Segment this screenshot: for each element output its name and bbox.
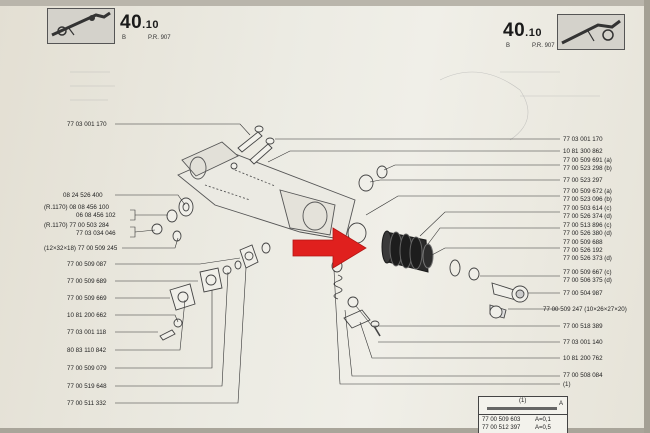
bolts <box>230 125 275 170</box>
legend-part: 77 00 509 603 <box>482 417 521 423</box>
left-part-label: 77 00 509 669 <box>67 295 107 302</box>
right-part-label: 77 00 526 192 <box>563 247 603 254</box>
legend-value: A=0,5 <box>535 425 551 431</box>
left-part-label: 77 03 001 118 <box>67 329 107 336</box>
leader-lines-right <box>267 138 560 385</box>
left-page-code-b: P.R. 907 <box>148 35 171 41</box>
red-pointer-arrow-icon <box>292 227 367 269</box>
left-part-label: 77 03 001 170 <box>67 121 107 128</box>
left-part-label: (R.1170) 08 08 456 100 <box>44 204 109 211</box>
right-part-label: 77 00 508 084 <box>563 372 603 379</box>
right-part-label: 77 00 518 389 <box>563 323 603 330</box>
legend-ref: (1) <box>519 398 527 404</box>
left-part-label: 10 81 200 662 <box>67 312 107 319</box>
legend-part: 77 00 512 397 <box>482 425 521 431</box>
legend-divider <box>479 414 567 415</box>
left-part-label: 08 24 526 400 <box>63 192 103 199</box>
right-part-label: 77 00 526 374 (d) <box>563 213 612 220</box>
right-part-label: 77 03 001 170 <box>563 136 603 143</box>
bellows-boot <box>381 230 434 273</box>
right-part-label: 77 00 504 987 <box>563 290 603 297</box>
left-part-label: 77 03 034 046 <box>76 230 116 237</box>
steering-rack-thumbnail-icon <box>47 8 115 44</box>
right-part-label: 77 00 509 667 (c) <box>563 269 612 276</box>
right-part-label: 77 00 523 096 (b) <box>563 196 612 203</box>
legend-value: A=0,1 <box>535 417 551 423</box>
right-part-label: 77 00 523 298 (b) <box>563 165 612 172</box>
right-part-label: 77 00 506 375 (d) <box>563 277 612 284</box>
left-parts <box>151 197 271 341</box>
left-part-label: 80 83 110 842 <box>67 347 107 354</box>
left-part-label: 77 00 511 332 <box>67 400 107 407</box>
left-part-label: (R.1170) 77 00 503 284 <box>44 222 109 229</box>
page-right-edge <box>644 0 650 433</box>
right-part-label: 77 00 509 672 (a) <box>563 188 612 195</box>
right-part-label: 77 00 509 691 (a) <box>563 157 612 164</box>
shim-icon <box>487 407 557 410</box>
right-part-label: 77 00 509 247 (10×26×27×20) <box>543 306 627 313</box>
left-chapter-number: 40.10 <box>120 12 159 33</box>
page-bottom-edge <box>0 428 650 433</box>
right-part-label: 77 03 001 140 <box>563 339 603 346</box>
right-page-code-a: B <box>506 43 511 49</box>
left-part-label: (12×32×18) 77 00 509 245 <box>44 245 118 252</box>
right-parts <box>449 259 529 319</box>
right-part-label: 77 00 513 896 (c) <box>563 222 612 229</box>
left-part-label: 06 08 456 102 <box>76 212 116 219</box>
shim-legend-table: (1) A 77 00 509 603 A=0,1 77 00 512 397 … <box>478 396 568 433</box>
right-part-label: 77 00 526 373 (d) <box>563 255 612 262</box>
right-part-label: 77 00 503 614 (c) <box>563 205 612 212</box>
left-part-label: 77 00 509 087 <box>67 261 107 268</box>
bleed-through-text <box>70 71 600 141</box>
right-part-label: 10 81 200 762 <box>563 355 603 362</box>
left-part-label: 77 00 519 648 <box>67 383 107 390</box>
right-part-label: (1) <box>563 381 571 388</box>
right-part-label: 77 00 523 297 <box>563 177 603 184</box>
right-chapter-number: 40.10 <box>503 20 542 41</box>
left-part-label: 77 00 509 689 <box>67 278 107 285</box>
right-part-label: 77 00 509 688 <box>563 239 603 246</box>
right-part-label: 10 81 300 862 <box>563 148 603 155</box>
right-page-code-b: P.R. 907 <box>532 43 555 49</box>
rack-housing <box>177 141 356 241</box>
steering-rack-thumbnail-icon <box>557 14 625 50</box>
left-page-code-a: B <box>122 35 127 41</box>
legend-dimension: A <box>559 401 564 407</box>
leader-lines-left <box>115 123 251 404</box>
page-top-edge <box>0 0 650 6</box>
right-part-label: 77 00 526 380 (d) <box>563 230 612 237</box>
left-part-label: 77 00 509 079 <box>67 365 107 372</box>
